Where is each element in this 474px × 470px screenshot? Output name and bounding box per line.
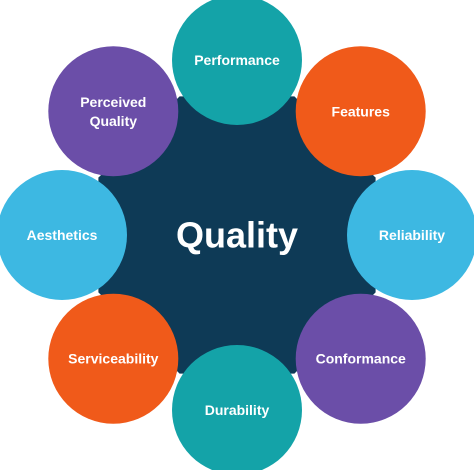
node-circle-perceived-quality	[48, 46, 179, 177]
center-label: Quality	[176, 215, 298, 256]
node-label-line: Performance	[194, 52, 280, 68]
node-circle-performance	[172, 0, 302, 125]
node-label-serviceability: Serviceability	[68, 351, 158, 367]
node-label-aesthetics: Aesthetics	[27, 227, 98, 243]
node-durability: Durability	[172, 345, 302, 470]
node-label-reliability: Reliability	[379, 227, 445, 243]
node-label-line: Conformance	[316, 351, 406, 367]
node-circle-conformance	[295, 293, 426, 424]
node-circle-features	[295, 46, 426, 177]
node-label-features: Features	[332, 103, 391, 119]
node-aesthetics: Aesthetics	[0, 170, 127, 300]
node-circle-reliability	[347, 170, 474, 300]
node-performance: Performance	[172, 0, 302, 125]
node-circle-aesthetics	[0, 170, 127, 300]
center-octagon	[98, 96, 376, 374]
node-features: Features	[295, 46, 426, 177]
node-reliability: Reliability	[347, 170, 474, 300]
node-label-line: Aesthetics	[27, 227, 98, 243]
node-label-line: Reliability	[379, 227, 445, 243]
node-label-performance: Performance	[194, 52, 280, 68]
node-label-line: Perceived	[80, 94, 146, 110]
node-serviceability: Serviceability	[48, 293, 179, 424]
node-label-line: Durability	[205, 402, 270, 418]
node-circle-durability	[172, 345, 302, 470]
node-conformance: Conformance	[295, 293, 426, 424]
node-circle-serviceability	[48, 293, 179, 424]
node-label-line: Quality	[90, 113, 138, 129]
node-label-line: Serviceability	[68, 351, 158, 367]
node-label-durability: Durability	[205, 402, 270, 418]
node-label-conformance: Conformance	[316, 351, 406, 367]
node-label-line: Features	[332, 103, 391, 119]
